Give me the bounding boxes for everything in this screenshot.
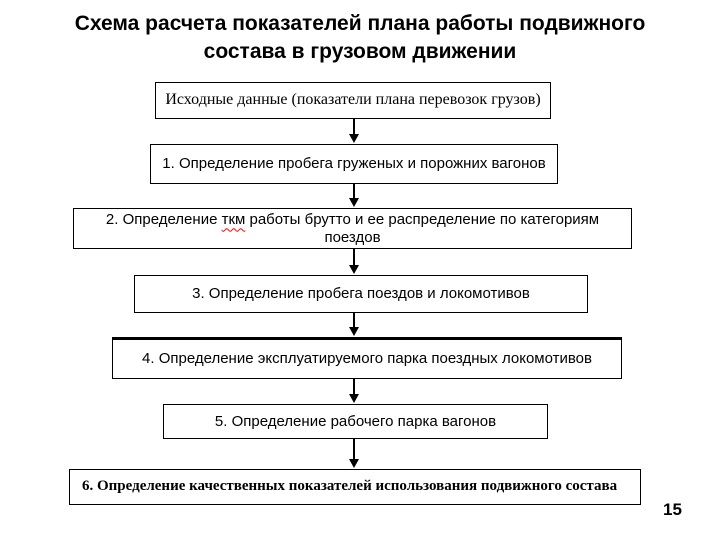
flow-node-source-data: Исходные данные (показатели плана перево…	[155, 82, 551, 119]
arrow-down-icon	[349, 265, 359, 274]
page-number: 15	[663, 500, 682, 519]
arrow-down-icon	[349, 134, 359, 143]
flow-node-label: Исходные данные (показатели плана перево…	[165, 91, 541, 109]
arrow-down-icon	[349, 394, 359, 403]
arrow-line	[353, 249, 355, 266]
flow-node-step-6: 6. Определение качественных показателей …	[69, 469, 641, 505]
flow-node-step-1: 1. Определение пробега груженых и порожн…	[150, 144, 558, 184]
arrow-down-icon	[349, 327, 359, 336]
arrow-down-icon	[349, 459, 359, 468]
arrow-line	[353, 313, 355, 328]
slide-title-line-2: состава в грузовом движении	[203, 40, 517, 63]
slide-title-line-1: Схема расчета показателей плана работы п…	[74, 12, 646, 35]
spellcheck-underlined-word: ткм	[221, 211, 246, 229]
arrow-down-icon	[349, 198, 359, 207]
arrow-line	[353, 184, 355, 199]
flow-node-label: 5. Определение рабочего парка вагонов	[214, 412, 497, 430]
flow-node-label: 6. Определение качественных показателей …	[82, 478, 618, 495]
flow-node-step-3: 3. Определение пробега поездов и локомот…	[134, 275, 588, 313]
slide-title: Схема расчета показателей плана работы п…	[0, 10, 720, 66]
flow-node-step-2: 2. Определение ткм работы брутто и ее ра…	[73, 208, 632, 249]
label-suffix: работы брутто и ее распределение по кате…	[245, 211, 600, 246]
flow-node-step-4: 4. Определение эксплуатируемого парка по…	[112, 337, 622, 379]
label-prefix: 2. Определение	[105, 211, 222, 229]
arrow-line	[353, 119, 355, 135]
flow-node-label: 2. Определение ткм работы брутто и ее ра…	[80, 211, 625, 246]
arrow-line	[353, 379, 355, 395]
flow-node-step-5: 5. Определение рабочего парка вагонов	[163, 404, 548, 439]
arrow-line	[353, 439, 355, 460]
flow-node-label: 4. Определение эксплуатируемого парка по…	[142, 350, 592, 368]
flow-node-label: 1. Определение пробега груженых и порожн…	[162, 155, 546, 173]
flow-node-label: 3. Определение пробега поездов и локомот…	[192, 285, 530, 303]
